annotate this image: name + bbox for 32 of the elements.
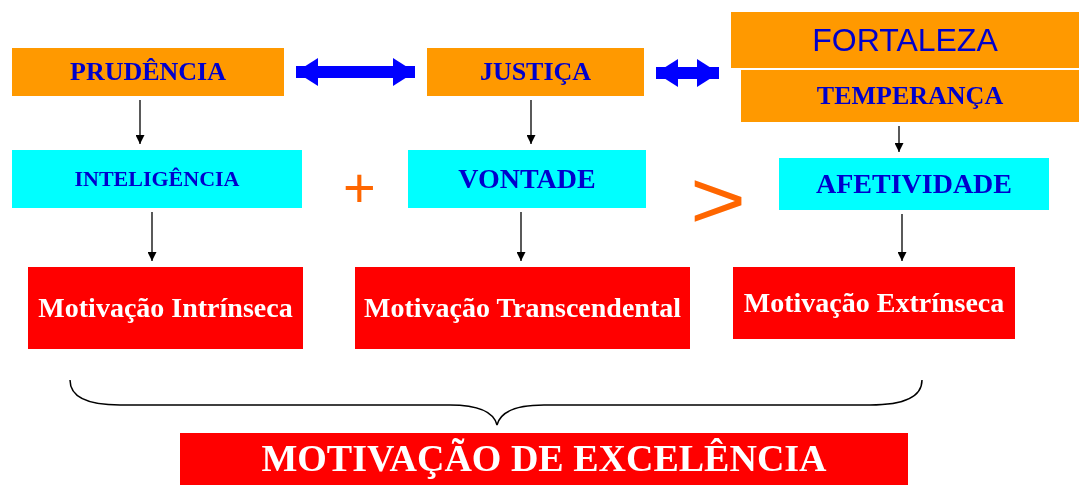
node-label: MOTIVAÇÃO DE EXCELÊNCIA: [261, 437, 827, 481]
node-label: FORTALEZA: [812, 21, 998, 59]
virtue-box: [12, 48, 284, 96]
arrow: [516, 211, 526, 262]
arrow: [894, 125, 904, 153]
operator-symbol: >: [690, 159, 747, 241]
result-box: [180, 433, 908, 485]
node-label: VONTADE: [458, 162, 596, 196]
motivation-box: [28, 267, 303, 349]
faculty-box: [408, 150, 646, 208]
node-label: Motivação Intrínseca: [38, 291, 293, 325]
double-arrow: [296, 61, 415, 83]
arrow: [135, 99, 145, 145]
node-label: INTELIGÊNCIA: [74, 166, 240, 192]
double-arrow: [656, 62, 719, 84]
node-label: Motivação Transcendental: [363, 291, 682, 325]
virtue-box: [427, 48, 644, 96]
motivation-box: [733, 267, 1015, 339]
faculty-box: [779, 158, 1049, 210]
faculty-box: [12, 150, 302, 208]
node-label: TEMPERANÇA: [816, 81, 1004, 111]
arrow: [147, 211, 157, 262]
node-label: JUSTIÇA: [479, 57, 592, 87]
arrow: [897, 213, 907, 262]
virtue-box: [731, 12, 1079, 68]
operator-symbol: +: [343, 160, 376, 216]
motivation-box: [355, 267, 690, 349]
arrow: [526, 99, 536, 145]
node-label: Motivação Extrínseca: [743, 286, 1005, 320]
virtue-box: [741, 70, 1079, 122]
node-label: AFETIVIDADE: [816, 167, 1012, 201]
node-label: PRUDÊNCIA: [70, 57, 226, 87]
